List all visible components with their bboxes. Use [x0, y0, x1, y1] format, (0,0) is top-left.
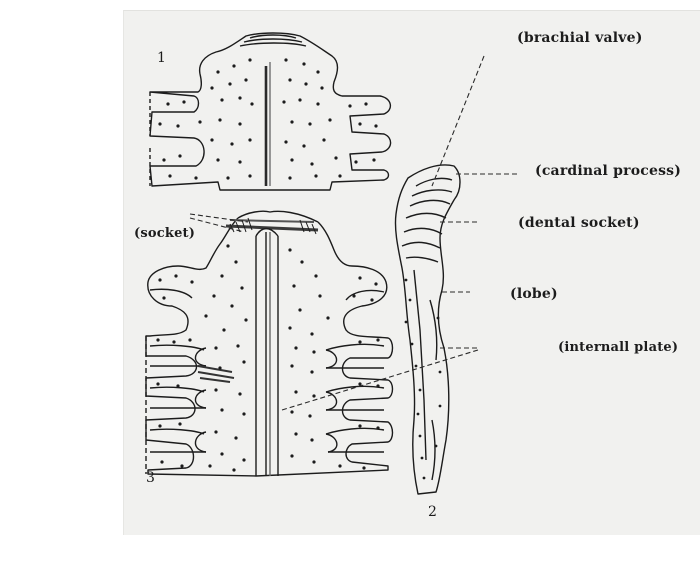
figure-number-1: 1 — [157, 50, 166, 66]
figure-1-outline — [150, 33, 391, 190]
label-lobe: (lobe) — [510, 286, 558, 302]
leader-lines — [190, 56, 518, 410]
label-internal-plate: (internall plate) — [558, 340, 678, 355]
label-socket: (socket) — [134, 226, 195, 241]
label-brachial-valve: (brachial valve) — [517, 30, 643, 46]
label-cardinal-process: (cardinal process) — [535, 163, 681, 179]
figure-number-2: 2 — [428, 504, 437, 520]
figure-3-outline — [146, 211, 393, 476]
figure-number-3: 3 — [146, 470, 155, 486]
figure-2-outline — [395, 165, 460, 494]
label-dental-socket: (dental socket) — [518, 215, 640, 231]
